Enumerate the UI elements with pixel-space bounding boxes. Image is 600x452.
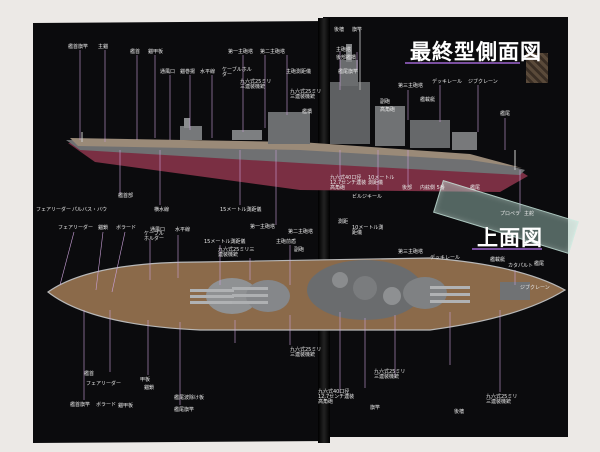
side-view-ship: [66, 30, 528, 192]
label: フェアリーダー: [58, 225, 94, 231]
label: 艦首: [84, 371, 95, 377]
label: 測距: [338, 219, 349, 225]
side-view-heading-bar: [405, 62, 520, 64]
corner-texture: [526, 53, 548, 83]
label: フェアリーダー: [36, 207, 72, 213]
label: 艦尾旗竿: [338, 69, 359, 75]
label: 通風口: [150, 227, 166, 233]
label: 後部艦橋: [336, 55, 357, 61]
label: 副砲: [380, 99, 391, 105]
label: ジブクレーン: [468, 79, 498, 85]
label: 主錨: [98, 44, 109, 50]
label: ボラード: [116, 225, 137, 231]
label: 10メートル測距儀: [352, 225, 384, 236]
label: 第一主砲塔: [228, 49, 254, 55]
label: 第二主砲塔: [288, 229, 314, 235]
label: 九六式25ミリ三連装機銃: [374, 369, 406, 380]
label: 主砲前盾: [276, 239, 297, 245]
label: 後部: [402, 185, 413, 191]
label: ボラード: [96, 402, 117, 408]
label: 内舷側 5番: [420, 185, 445, 191]
label: 10メートル測距儀: [368, 175, 395, 186]
label: 錨鎖: [144, 385, 155, 391]
label: 九六式25ミリ三連装機銃: [486, 394, 518, 405]
label: 艦載艇: [420, 97, 436, 103]
label: フェアリーダー: [86, 381, 122, 387]
top-view-heading-bar: [472, 248, 542, 250]
label: 主砲塔: [336, 47, 352, 53]
label: 第三主砲塔: [398, 83, 424, 89]
label: 艦首: [130, 49, 141, 55]
label: 九六式25ミリ三連装機銃: [240, 79, 272, 90]
label: 15メートル測距儀: [204, 239, 246, 245]
side-view-heading: 最終型側面図: [410, 39, 542, 64]
label: 第一主砲塔: [250, 224, 276, 230]
leader-lines: [59, 50, 521, 405]
label: 水平線: [200, 69, 216, 75]
label: ビルジキール: [352, 194, 383, 200]
label: ケーブルホルダー: [222, 67, 252, 78]
label: 15メートル測距儀: [220, 207, 262, 213]
label: 艦首旗竿: [68, 44, 89, 50]
label: 艦載艇: [490, 257, 506, 263]
label: デッキレール: [430, 255, 461, 261]
label: 旗竿: [352, 27, 363, 33]
label: カタパルト: [508, 263, 534, 269]
label: 艦首旗竿: [70, 402, 91, 408]
label: プロペラ: [500, 211, 521, 217]
label: 通風口: [160, 69, 176, 75]
label: 旗竿: [370, 405, 381, 411]
label: 第二主砲塔: [260, 49, 286, 55]
label: ケーブルホルダー: [144, 231, 165, 242]
label: 艦尾旗竿: [174, 407, 195, 413]
label: 横水線: [154, 207, 170, 213]
label: 錨巻揚: [180, 69, 196, 75]
label: 副砲: [294, 247, 305, 253]
page-gutter: [318, 18, 330, 443]
label: 水平線: [175, 227, 191, 233]
label: ジブクレーン: [520, 285, 550, 291]
label: 錨鎖: [98, 225, 109, 231]
label: 艦尾: [500, 111, 511, 117]
label: 高角砲: [380, 107, 396, 113]
label: 甲板: [140, 377, 151, 383]
label: 錨甲板: [118, 403, 134, 409]
label: 艦橋: [302, 109, 313, 115]
label: デッキレール: [432, 79, 463, 85]
label: 艦尾波除け板: [174, 395, 205, 401]
label: 主舵: [524, 211, 535, 217]
label: 九六式40口径12.7センチ連装高角砲: [318, 389, 355, 405]
label: 九六式40口径12.7センチ連装高角砲: [330, 175, 367, 191]
label: パルバス・バウ: [72, 207, 108, 213]
label: 九六式25ミリ三連装機銃: [290, 347, 322, 358]
label: 九六式25ミリ三連装機銃: [290, 89, 322, 100]
label: 錨甲板: [148, 49, 164, 55]
label: 艦尾: [534, 261, 545, 267]
top-view-heading: 上面図: [477, 225, 543, 250]
label: 後檣: [334, 27, 345, 33]
label: 九六式25ミリ三連装機銃: [218, 247, 255, 258]
label: 第三主砲塔: [398, 249, 424, 255]
label: 艦尾: [470, 185, 481, 191]
label: 艦首部: [118, 193, 134, 199]
label: 後檣: [454, 409, 465, 415]
top-view-ship: [46, 257, 567, 331]
label: 主砲測距儀: [286, 69, 312, 75]
